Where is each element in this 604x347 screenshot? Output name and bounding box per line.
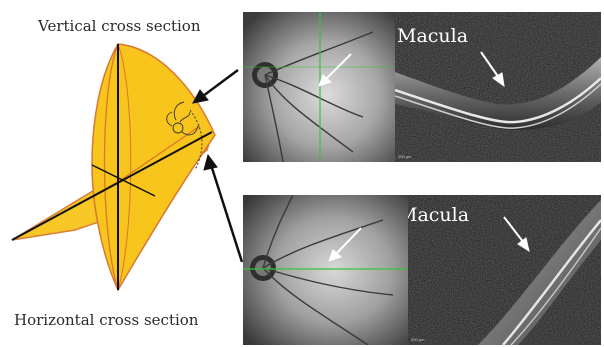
oct-scan-top: Macula 200 µm bbox=[395, 12, 601, 162]
fundus-image-top bbox=[243, 12, 395, 162]
fundus-image-bottom bbox=[243, 195, 408, 345]
macula-label-top: Macula bbox=[397, 25, 468, 47]
scale-bar-top: 200 µm bbox=[398, 154, 412, 159]
oct-scan-bottom: Macula 200 µm bbox=[408, 195, 601, 345]
arrow-icon bbox=[193, 70, 242, 262]
macula-label-bottom: Macula bbox=[408, 204, 469, 226]
scale-bar-bottom: 200 µm bbox=[411, 337, 425, 342]
